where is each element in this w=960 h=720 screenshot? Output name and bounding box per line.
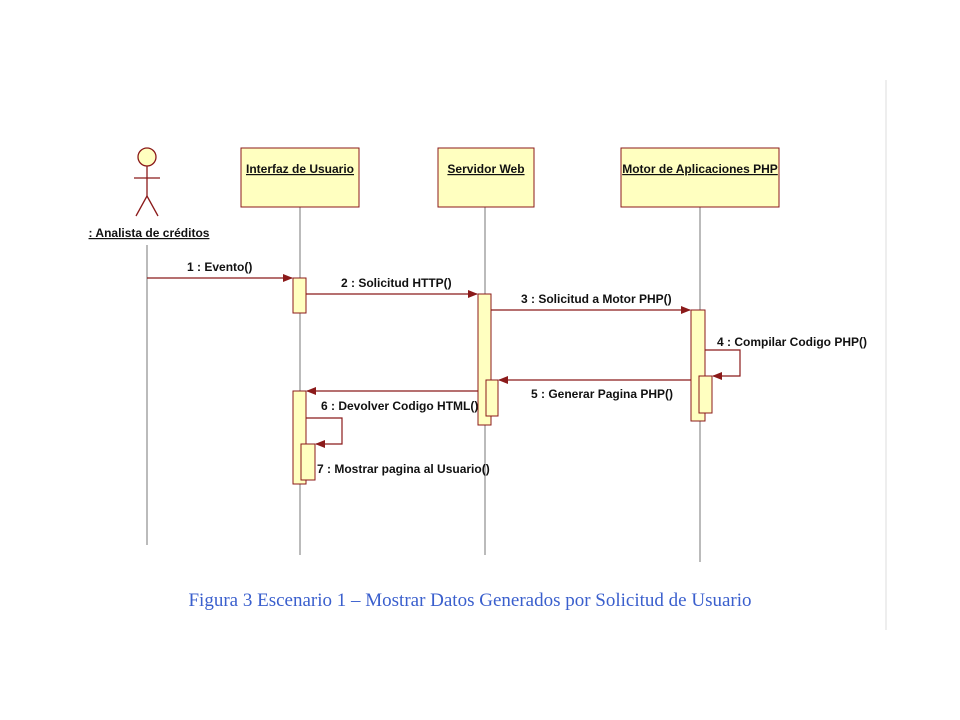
activation-php-2 xyxy=(698,375,713,414)
actor-label: : Analista de créditos xyxy=(89,226,210,240)
actor-figure xyxy=(134,147,160,217)
activation-ui-1 xyxy=(292,277,307,314)
object-web-label: Servidor Web xyxy=(447,162,524,176)
object-php-label: Motor de Aplicaciones PHP xyxy=(622,162,778,176)
figure-caption: Figura 3 Escenario 1 – Mostrar Datos Gen… xyxy=(188,590,752,611)
activation-bars xyxy=(292,277,713,485)
message-7-label: 7 : Mostrar pagina al Usuario() xyxy=(317,462,490,476)
message-2: 2 : Solicitud HTTP() xyxy=(306,276,478,298)
message-4-self: 4 : Compilar Codigo PHP() xyxy=(705,335,867,380)
object-ui: Interfaz de Usuario xyxy=(240,147,360,208)
object-php: Motor de Aplicaciones PHP xyxy=(620,147,780,208)
message-3: 3 : Solicitud a Motor PHP() xyxy=(491,292,691,314)
object-web: Servidor Web xyxy=(437,147,535,208)
message-5-label: 5 : Generar Pagina PHP() xyxy=(531,387,673,401)
message-5: 5 : Generar Pagina PHP() xyxy=(498,376,691,401)
message-3-label: 3 : Solicitud a Motor PHP() xyxy=(521,292,672,306)
message-6: 6 : Devolver Codigo HTML() xyxy=(306,387,478,413)
message-2-label: 2 : Solicitud HTTP() xyxy=(341,276,452,290)
activation-ui-3 xyxy=(300,443,316,481)
message-4-label: 4 : Compilar Codigo PHP() xyxy=(717,335,867,349)
message-1: 1 : Evento() xyxy=(147,260,293,282)
activation-web-2 xyxy=(485,379,499,417)
message-6-label: 6 : Devolver Codigo HTML() xyxy=(321,399,478,413)
object-ui-label: Interfaz de Usuario xyxy=(246,162,354,176)
message-1-label: 1 : Evento() xyxy=(187,260,252,274)
message-7-self: 7 : Mostrar pagina al Usuario() xyxy=(306,417,490,476)
